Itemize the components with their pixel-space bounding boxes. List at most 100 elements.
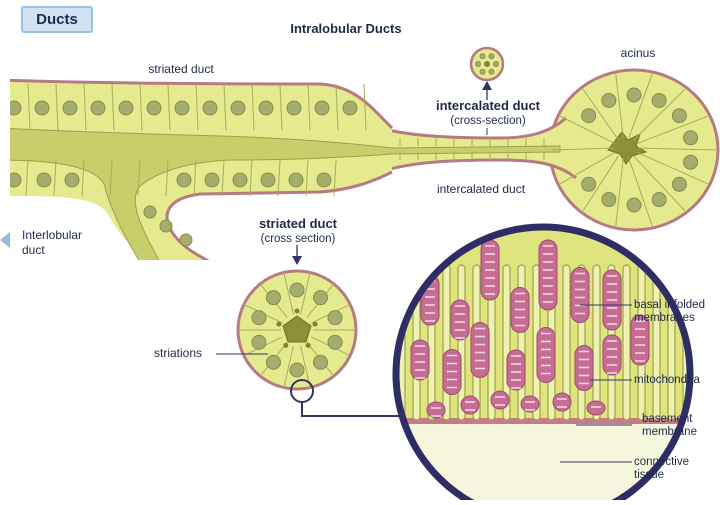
leader-lines [216, 128, 632, 463]
nucleus [202, 100, 218, 116]
nucleus [651, 192, 667, 208]
nucleus [342, 100, 358, 116]
nucleus [313, 290, 329, 306]
nucleus [64, 172, 80, 188]
nucleus [34, 100, 50, 116]
nucleus [10, 172, 22, 188]
nucleus [671, 108, 687, 124]
label-connective-line2: tissue [634, 469, 665, 481]
nucleus [327, 310, 343, 326]
nucleus [232, 172, 248, 188]
nucleus [683, 130, 699, 146]
interlobular-arrow [0, 232, 10, 248]
nucleus [601, 192, 617, 208]
diagram-title: Intralobular Ducts [290, 21, 402, 36]
nucleus [260, 172, 276, 188]
nucleus [179, 233, 193, 247]
intercalated-cross-section [469, 46, 505, 82]
label-intercalated-cross: intercalated duct [435, 98, 541, 113]
label-connective-line1: connective [634, 456, 689, 468]
nucleus [475, 61, 481, 67]
nucleus [671, 176, 687, 192]
nucleus [118, 100, 134, 116]
label-striated-duct: striated duct [148, 62, 214, 76]
mitochondrion [552, 392, 572, 412]
nucleus [479, 68, 486, 75]
nucleus [258, 100, 274, 116]
nucleus [581, 176, 597, 192]
nucleus [314, 100, 330, 116]
label-interlobular-line2: duct [22, 243, 45, 257]
mitochondrion [490, 390, 510, 410]
acinus-lumen [607, 131, 648, 165]
nucleus [174, 100, 190, 116]
basal-fold [457, 264, 466, 421]
striated-cross-section [236, 269, 358, 403]
label-acinus: acinus [620, 46, 656, 60]
arrow-intercalated [482, 81, 492, 100]
label-intercalated-cross-sub: (cross-section) [450, 115, 526, 127]
nucleus [488, 68, 495, 75]
nucleus [230, 100, 246, 116]
nucleus [651, 92, 667, 108]
nucleus [288, 172, 304, 188]
label-basement-line2: membrane [642, 426, 697, 438]
nucleus [601, 92, 617, 108]
nucleus [159, 219, 173, 233]
striated-duct-tube [10, 80, 392, 260]
label-basal-line1: basal infolded [634, 299, 705, 311]
nucleus [683, 154, 699, 170]
zoom-magnification [392, 223, 705, 505]
arrow-striated [292, 245, 302, 265]
nucleus [286, 100, 302, 116]
mitochondrion [586, 400, 606, 416]
mitochondrion [538, 239, 558, 311]
nucleus [146, 100, 162, 116]
label-striations: striations [154, 346, 203, 360]
basal-fold [698, 265, 705, 420]
label-striated-cross-sub: (cross section) [260, 233, 336, 245]
nucleus [265, 290, 281, 306]
nucleus [289, 362, 305, 378]
mitochondrion [520, 395, 540, 413]
nucleus [36, 172, 52, 188]
label-intercalated-duct: intercalated duct [436, 182, 526, 196]
nucleus [204, 172, 220, 188]
nucleus [265, 354, 281, 370]
nucleus [316, 172, 332, 188]
mitochondrion [460, 395, 480, 415]
nucleus [488, 53, 495, 60]
nucleus [327, 334, 343, 350]
ducts-badge: Ducts [21, 6, 93, 33]
nucleus [581, 108, 597, 124]
nucleus [251, 334, 267, 350]
duct-lumen [10, 127, 561, 260]
nucleus [626, 197, 642, 213]
label-striated-cross: striated duct [258, 216, 338, 231]
nucleus [251, 310, 267, 326]
nucleus [289, 282, 305, 298]
mitochondrion [426, 401, 446, 419]
nucleus [143, 205, 157, 219]
nucleus [176, 172, 192, 188]
basal-fold [667, 264, 676, 421]
nucleus [493, 61, 499, 67]
basal-fold [442, 264, 451, 421]
nucleus [62, 100, 78, 116]
nucleus [10, 100, 22, 116]
label-mitochondria: mitochondria [634, 374, 700, 386]
basal-fold [592, 264, 601, 421]
nucleus [90, 100, 106, 116]
cross-lumen [282, 315, 312, 343]
label-interlobular-line1: Interlobular [22, 228, 83, 242]
duct-system [10, 68, 720, 260]
nucleus [479, 53, 486, 60]
label-basal-line2: membranes [634, 312, 695, 324]
basal-fold [562, 264, 571, 421]
nucleus [626, 87, 642, 103]
label-basement-line1: basement [642, 413, 693, 425]
nucleus [313, 354, 329, 370]
basal-fold [622, 264, 631, 421]
